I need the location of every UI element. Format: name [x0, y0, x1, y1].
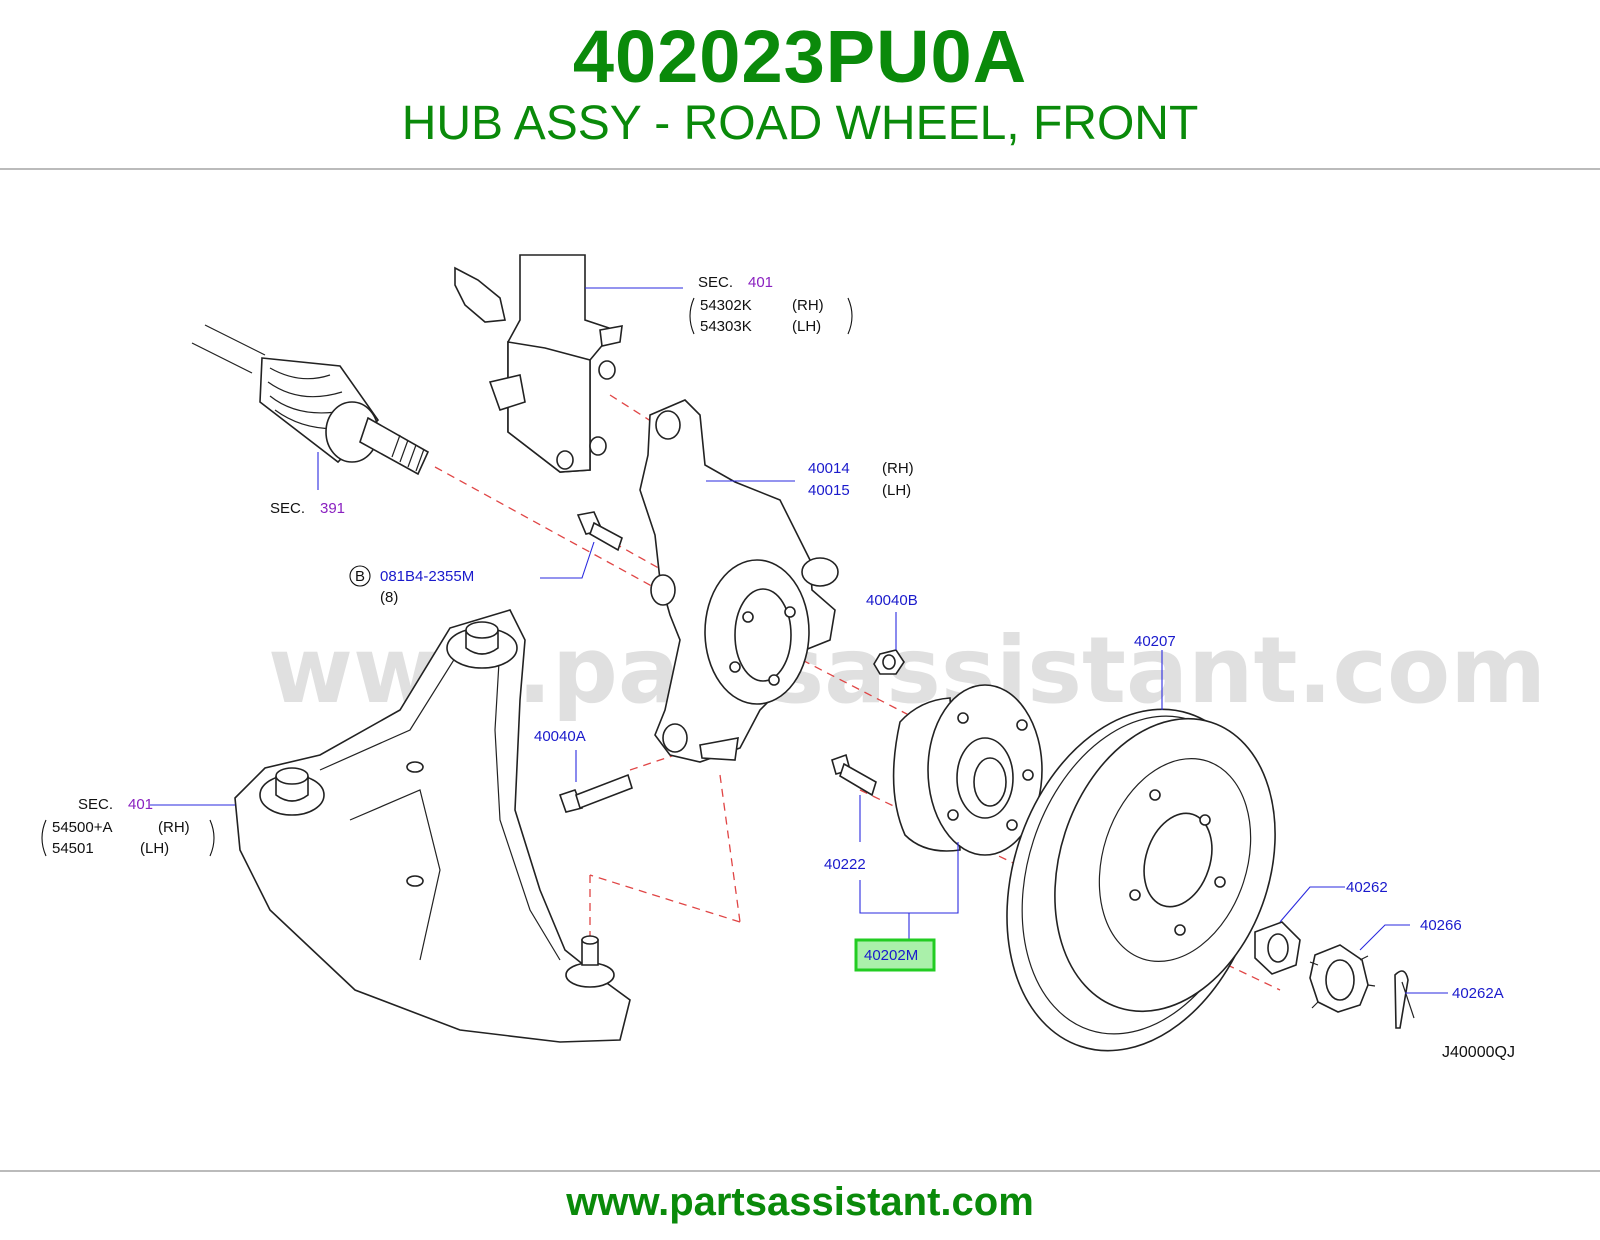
- highlight-box: [854, 938, 936, 972]
- bolt-081b4: [576, 511, 623, 552]
- divider-top: [0, 168, 1600, 170]
- drive-shaft: [191, 324, 430, 476]
- nut-cap-40266: [1309, 944, 1376, 1013]
- header: 402023PU0A HUB ASSY - ROAD WHEEL, FRONT: [0, 0, 1600, 168]
- bolt-b-qty: (8): [380, 589, 398, 606]
- driveshaft-sec-number[interactable]: 391: [320, 500, 345, 517]
- nut-cap-label[interactable]: 40266: [1420, 917, 1462, 934]
- arm-sec-prefix: SEC.: [78, 796, 113, 813]
- arm-rh-side: (RH): [158, 819, 190, 836]
- cotter-pin-40262a: [1394, 970, 1415, 1029]
- arm-lh-side: (LH): [140, 840, 169, 857]
- knuckle-lh-part[interactable]: 40015: [808, 482, 850, 499]
- arm-rh-part: 54500+A: [52, 819, 112, 836]
- strut-lh-side: (LH): [792, 318, 821, 335]
- strut-rh-side: (RH): [792, 297, 824, 314]
- strut-sec-number[interactable]: 401: [748, 274, 773, 291]
- rotor-label[interactable]: 40207: [1134, 633, 1176, 650]
- exploded-parts-diagram: www.partsassistant.com: [41, 254, 1546, 1061]
- callout-knuckle: 40014 (RH) 40015 (LH): [808, 460, 914, 499]
- b-badge-circle: [349, 565, 371, 587]
- knuckle-rh-part[interactable]: 40014: [808, 460, 850, 477]
- bracket-marks: [41, 297, 853, 857]
- hub-nut-40262: [1254, 921, 1301, 975]
- hub-assy-label[interactable]: 40202M: [864, 947, 918, 964]
- strut: [454, 254, 623, 473]
- part-number: 402023PU0A: [572, 15, 1028, 98]
- divider-bottom: [0, 1170, 1600, 1172]
- callout-lower-arm: SEC. 401 54500+A (RH) 54501 (LH): [52, 796, 190, 857]
- callout-strut: SEC. 401 54302K (RH) 54303K (LH): [698, 274, 824, 335]
- bolt-b-part[interactable]: 081B4-2355M: [380, 568, 474, 585]
- nut-40040b-label[interactable]: 40040B: [866, 592, 918, 609]
- hub-nut-label[interactable]: 40262: [1346, 879, 1388, 896]
- callout-bolt-b: B 081B4-2355M (8): [349, 565, 474, 606]
- knuckle-rh-side: (RH): [882, 460, 914, 477]
- callout-driveshaft: SEC. 391: [270, 500, 345, 517]
- steering-knuckle: [639, 399, 839, 763]
- strut-rh-part: 54302K: [700, 297, 752, 314]
- b-badge-letter: B: [355, 568, 365, 585]
- lower-control-arm: [234, 609, 631, 1043]
- hub-bolt-40222: [831, 753, 877, 797]
- leader-lines: [150, 287, 1448, 994]
- driveshaft-sec-prefix: SEC.: [270, 500, 305, 517]
- bolt-40040a-label[interactable]: 40040A: [534, 728, 586, 745]
- part-title: HUB ASSY - ROAD WHEEL, FRONT: [401, 97, 1199, 150]
- hub-assy-highlight[interactable]: 40202M: [854, 938, 936, 972]
- brake-rotor: [1006, 708, 1276, 1052]
- hub-assembly[interactable]: [892, 684, 1043, 856]
- bolt-40040a: [558, 773, 633, 813]
- knuckle-lh-side: (LH): [882, 482, 911, 499]
- arm-lh-part: 54501: [52, 840, 94, 857]
- strut-sec-prefix: SEC.: [698, 274, 733, 291]
- diagram-id: J40000QJ: [1442, 1044, 1515, 1061]
- footer-url[interactable]: www.partsassistant.com: [566, 1180, 1034, 1224]
- strut-lh-part: 54303K: [700, 318, 752, 335]
- hub-bolt-label[interactable]: 40222: [824, 856, 866, 873]
- cotter-pin-label[interactable]: 40262A: [1452, 985, 1504, 1002]
- arm-sec-number[interactable]: 401: [128, 796, 153, 813]
